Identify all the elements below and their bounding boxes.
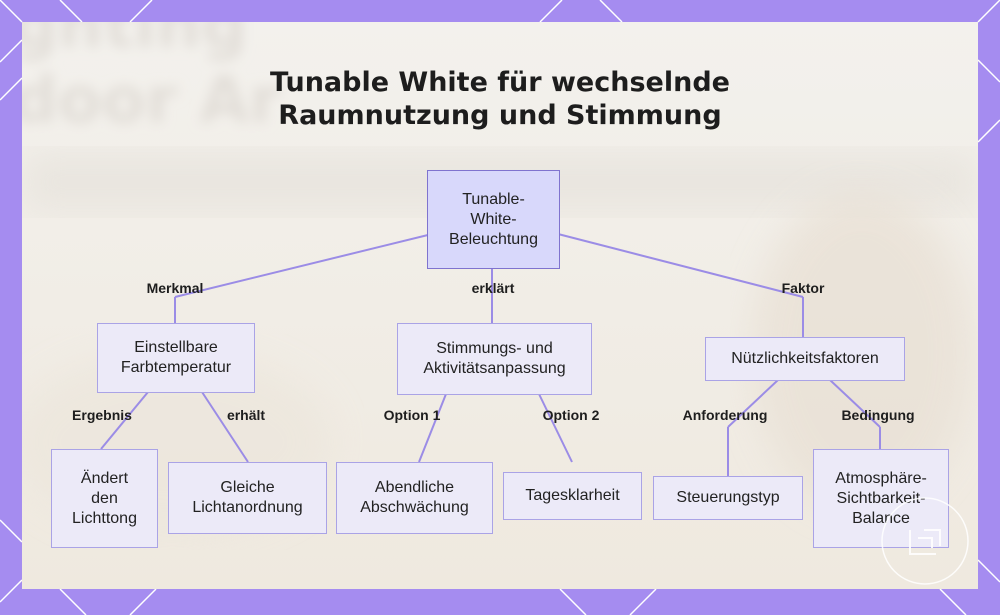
edge-label-erhaelt: erhält bbox=[226, 407, 266, 423]
edge-label-merkmal: Merkmal bbox=[146, 280, 204, 296]
svg-text:ghting: ghting bbox=[22, 22, 247, 63]
edge-label-erklaert: erklärt bbox=[471, 280, 515, 296]
svg-text:door Ar: door Ar bbox=[22, 64, 281, 138]
edge-label-anforderung: Anforderung bbox=[682, 407, 768, 423]
node-daytime-clarity: Tagesklarheit bbox=[503, 472, 642, 520]
connector-lines bbox=[100, 233, 881, 476]
diagram-card: ghting door Ar Tunable White für wechsel… bbox=[22, 22, 978, 589]
title-line-2: Raumnutzung und Stimmung bbox=[278, 100, 722, 131]
edge-label-option-1: Option 1 bbox=[383, 407, 441, 423]
node-tunable-white-lighting: Tunable-White-Beleuchtung bbox=[427, 170, 560, 269]
title-line-1: Tunable White für wechselnde bbox=[270, 67, 730, 98]
edge-label-faktor: Faktor bbox=[781, 280, 825, 296]
edge-label-ergebnis: Ergebnis bbox=[72, 407, 132, 423]
page-title: Tunable White für wechselnde Raumnutzung… bbox=[22, 66, 978, 132]
logo-watermark-icon bbox=[881, 497, 969, 585]
edge-label-bedingung: Bedingung bbox=[841, 407, 915, 423]
edge-label-option-2: Option 2 bbox=[542, 407, 600, 423]
node-utility-factors: Nützlichkeitsfaktoren bbox=[705, 337, 905, 381]
node-control-type: Steuerungstyp bbox=[653, 476, 803, 520]
